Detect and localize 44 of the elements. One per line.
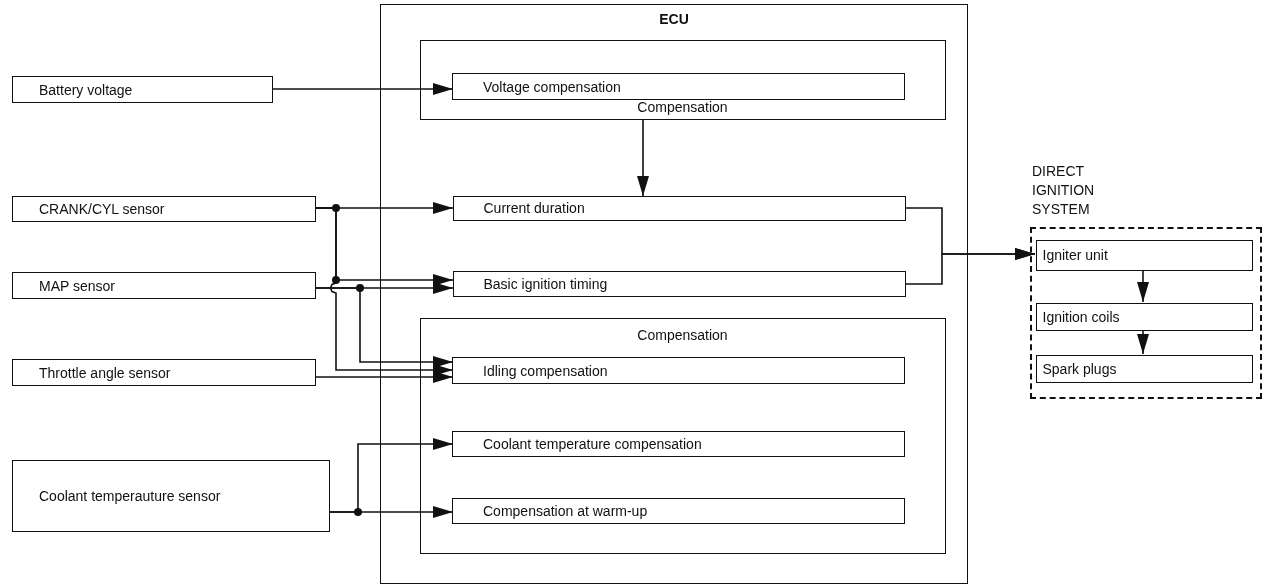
arrow bbox=[1137, 329, 1149, 355]
process-box bbox=[1035, 354, 1253, 383]
box-label: Coolant temperature compensation bbox=[483, 435, 703, 453]
process-box bbox=[12, 272, 316, 299]
arrow bbox=[315, 287, 454, 368]
box-label: MAP sensor bbox=[39, 277, 116, 294]
box-label: Battery voltage bbox=[39, 81, 134, 98]
section-heading: Compensation bbox=[636, 326, 729, 344]
process-box bbox=[452, 498, 905, 524]
process-box bbox=[419, 39, 946, 120]
process-box bbox=[1035, 239, 1253, 271]
arrow bbox=[637, 119, 649, 197]
box-label: CRANK/CYL sensor bbox=[39, 200, 166, 218]
process-box bbox=[419, 317, 946, 554]
process-box bbox=[12, 460, 330, 532]
arrow bbox=[1137, 269, 1149, 303]
arrow bbox=[272, 83, 454, 95]
section-heading: ECU bbox=[658, 11, 690, 28]
group-heading: DIRECT IGNITION SYSTEM bbox=[1032, 162, 1096, 219]
process-box bbox=[452, 431, 905, 457]
arrow bbox=[329, 506, 454, 518]
process-box bbox=[452, 357, 905, 384]
section-heading: Compensation bbox=[636, 98, 729, 116]
box-label: Voltage compensation bbox=[483, 78, 622, 95]
ecu-box bbox=[380, 4, 968, 584]
process-box bbox=[12, 76, 273, 103]
process-box bbox=[1035, 302, 1253, 331]
box-label: Idling compensation bbox=[483, 362, 609, 379]
process-box bbox=[452, 73, 905, 100]
box-label: Igniter unit bbox=[1042, 246, 1109, 264]
process-box bbox=[452, 270, 906, 297]
process-box bbox=[452, 195, 906, 221]
arrow bbox=[315, 207, 454, 376]
process-box bbox=[12, 196, 316, 222]
process-box bbox=[12, 359, 316, 386]
arrow bbox=[315, 371, 454, 383]
box-label: Basic ignition timing bbox=[483, 275, 609, 292]
box-label: Spark plugs bbox=[1042, 360, 1118, 377]
box-label: Ignition coils bbox=[1042, 308, 1121, 325]
box-label: Coolant temperauture sensor bbox=[39, 487, 222, 505]
box-label: Current duration bbox=[483, 199, 586, 217]
arrow bbox=[905, 248, 1036, 285]
box-label: Throttle angle sensor bbox=[39, 364, 172, 381]
box-label: Compensation at warm-up bbox=[483, 502, 649, 520]
